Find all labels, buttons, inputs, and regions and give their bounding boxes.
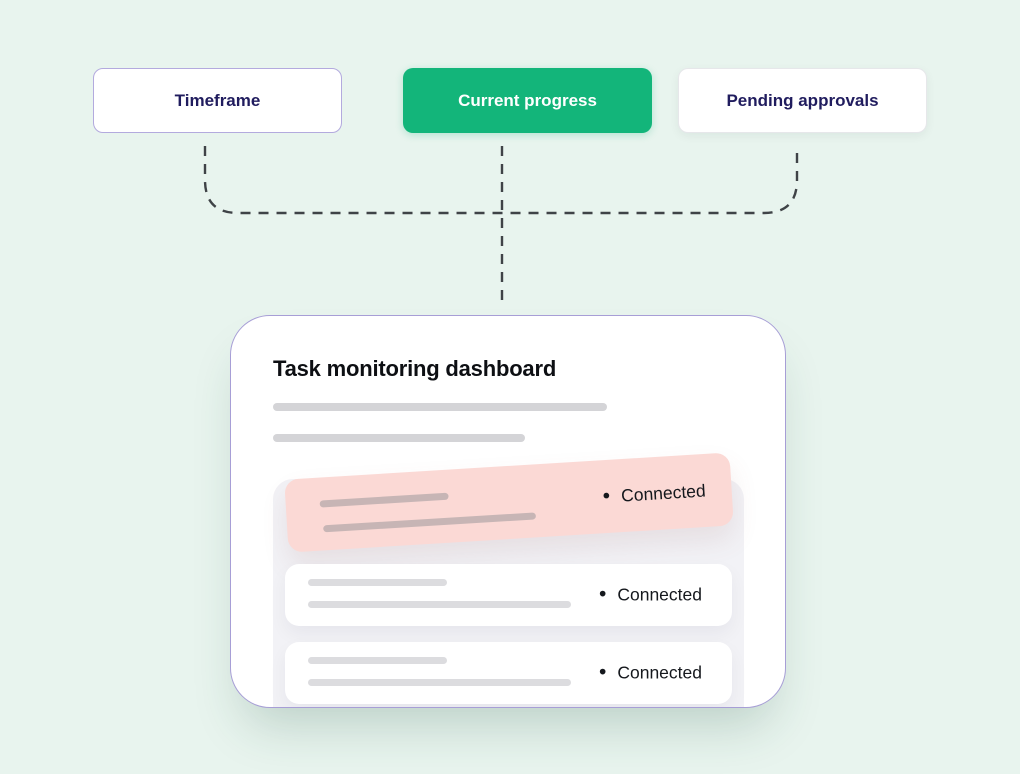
skeleton-line bbox=[308, 579, 447, 586]
skeleton-line bbox=[308, 657, 447, 664]
status-bullet-icon: • bbox=[602, 483, 611, 508]
chip-timeframe-label: Timeframe bbox=[174, 90, 261, 110]
chip-pending-approvals-label: Pending approvals bbox=[726, 90, 879, 110]
skeleton-line bbox=[273, 434, 525, 442]
card-title: Task monitoring dashboard bbox=[273, 356, 557, 381]
skeleton-line bbox=[308, 601, 571, 608]
connection-row: • Connected bbox=[285, 642, 732, 704]
task-monitoring-card: Task monitoring dashboard • Connected • … bbox=[230, 315, 786, 708]
status-label: Connected bbox=[617, 662, 702, 683]
status-label: Connected bbox=[620, 479, 707, 506]
skeleton-line bbox=[323, 512, 537, 533]
connection-row: • Connected bbox=[285, 564, 732, 626]
skeleton-line bbox=[319, 492, 449, 508]
chip-pending-approvals[interactable]: Pending approvals bbox=[678, 68, 927, 133]
status-badge: • Connected bbox=[598, 582, 702, 606]
status-badge: • Connected bbox=[598, 660, 702, 684]
status-bullet-icon: • bbox=[598, 660, 607, 684]
chip-current-progress[interactable]: Current progress bbox=[403, 68, 652, 133]
chip-current-progress-label: Current progress bbox=[458, 90, 597, 110]
skeleton-line bbox=[308, 679, 571, 686]
connector-outer-path bbox=[203, 146, 799, 215]
status-label: Connected bbox=[617, 584, 702, 605]
skeleton-line bbox=[273, 403, 607, 411]
chip-timeframe[interactable]: Timeframe bbox=[93, 68, 342, 133]
status-bullet-icon: • bbox=[598, 582, 607, 606]
status-badge: • Connected bbox=[602, 480, 706, 507]
